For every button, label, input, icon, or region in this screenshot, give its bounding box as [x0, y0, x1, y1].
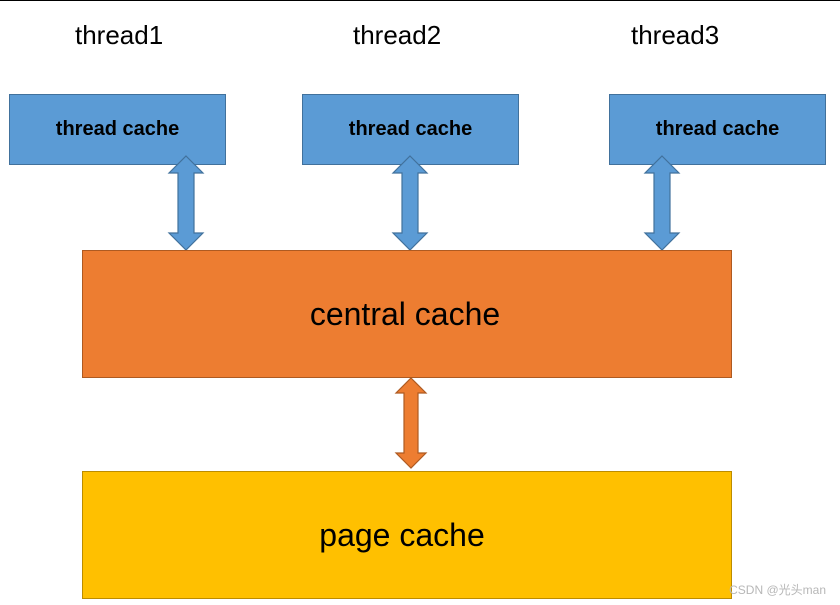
thread1-central-double-arrow — [167, 155, 205, 251]
central-cache-label: central cache — [309, 295, 501, 332]
central-page-double-arrow — [394, 377, 428, 469]
thread2-label: thread2 — [353, 20, 442, 50]
page-cache-label: page cache — [319, 516, 485, 553]
central-cache-box: central cache — [82, 250, 732, 378]
thread-cache-label-2: thread cache — [348, 118, 473, 140]
thread-cache-label-3: thread cache — [655, 118, 780, 140]
thread-cache-box-2: thread cache — [302, 94, 519, 165]
thread1-label: thread1 — [75, 20, 164, 50]
thread-cache-label-1: thread cache — [55, 118, 180, 140]
thread-cache-box-1: thread cache — [9, 94, 226, 165]
thread3-central-double-arrow — [643, 155, 681, 251]
thread3-label: thread3 — [631, 20, 720, 50]
thread2-central-arrow-shape — [391, 155, 429, 251]
top-border-line — [0, 0, 840, 1]
central-page-arrow-shape — [394, 377, 428, 469]
thread1-central-arrow-shape — [167, 155, 205, 251]
page-cache-box: page cache — [82, 471, 732, 599]
csdn-watermark: CSDN @光头man — [729, 583, 826, 597]
thread-cache-box-3: thread cache — [609, 94, 826, 165]
thread2-central-double-arrow — [391, 155, 429, 251]
thread3-central-arrow-shape — [643, 155, 681, 251]
